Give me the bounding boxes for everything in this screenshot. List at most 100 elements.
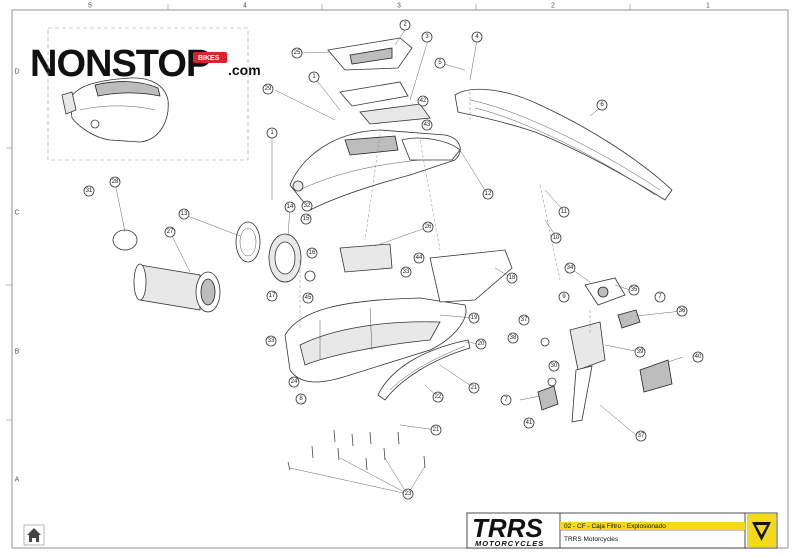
callout-label: 42 — [420, 98, 427, 104]
callout-7: 7 — [500, 394, 512, 406]
callout-group: 1 1 2 3 4 5 6 7 7 8 9 10 11 12 13 14 15 … — [83, 19, 704, 500]
callout-label: 16 — [309, 250, 316, 256]
callout-39: 39 — [634, 346, 646, 358]
grid-col-label: 4 — [243, 3, 247, 10]
callout-25: 25 — [291, 47, 303, 59]
callout-label: 1 — [312, 74, 316, 80]
callout-label: 5 — [438, 60, 442, 66]
callout-label: 28 — [112, 179, 119, 185]
callout-label: 7 — [658, 294, 662, 300]
callout-1: 1 — [266, 127, 278, 139]
callout-label: 23 — [405, 491, 412, 497]
rear-fender-drawing — [454, 88, 673, 201]
home-button[interactable] — [23, 524, 45, 546]
callout-label: 34 — [567, 265, 574, 271]
callout-30: 30 — [548, 360, 560, 372]
callout-33: 33 — [265, 335, 277, 347]
callout-label: 21 — [471, 385, 478, 391]
callout-label: 1 — [270, 130, 274, 136]
callout-label: 21 — [433, 427, 440, 433]
callout-19: 19 — [468, 312, 480, 324]
callout-22: 22 — [432, 391, 444, 403]
callout-26: 26 — [422, 221, 434, 233]
callout-label: 25 — [294, 50, 301, 56]
callout-9: 9 — [558, 291, 570, 303]
callout-label: 44 — [416, 255, 423, 261]
grid-col-label: 2 — [551, 3, 555, 10]
callout-label: 17 — [269, 293, 276, 299]
callout-27: 27 — [164, 226, 176, 238]
callout-label: 40 — [695, 354, 702, 360]
callout-35: 35 — [628, 284, 640, 296]
callout-6: 6 — [596, 99, 608, 111]
callout-label: 45 — [305, 295, 312, 301]
callout-40: 40 — [692, 351, 704, 363]
callout-21: 21 — [468, 382, 480, 394]
callout-label: 43 — [424, 122, 431, 128]
trrs-logo-text: TRRS — [472, 513, 543, 543]
callout-label: 15 — [303, 216, 310, 222]
leader-lines — [114, 29, 684, 495]
screws-group-drawing — [287, 429, 426, 471]
callout-label: 27 — [167, 229, 174, 235]
callout-label: 33 — [268, 338, 275, 344]
callout-label: 13 — [181, 211, 188, 217]
callout-label: 9 — [562, 294, 566, 300]
callout-label: 4 — [475, 34, 479, 40]
title-block-frame — [466, 512, 778, 549]
grid-ticks — [6, 4, 631, 421]
callout-28: 28 — [109, 176, 121, 188]
callout-label: 37 — [521, 317, 528, 323]
side-panel-drawing — [284, 243, 513, 383]
callout-label: 11 — [561, 209, 568, 215]
air-filter-drawing — [112, 221, 316, 313]
callout-29: 29 — [262, 83, 274, 95]
grid-col-label: 1 — [706, 3, 710, 10]
callout-label: 41 — [526, 420, 533, 426]
nonstop-watermark-logo: NONSTOP BIKES .com — [30, 43, 261, 85]
callout-1: 1 — [308, 71, 320, 83]
callout-label: 29 — [265, 86, 272, 92]
callout-2: 2 — [399, 19, 411, 31]
grid-row-label: B — [15, 349, 20, 356]
drawing-border — [11, 9, 789, 549]
callout-8: 8 — [295, 393, 307, 405]
watermark-suffix-text: .com — [228, 62, 261, 78]
callout-21: 21 — [430, 424, 442, 436]
title-block: TRRS MOTORCYCLES 02 - CF - Caja Filtro -… — [466, 512, 778, 549]
watermark-main-text: NONSTOP — [30, 43, 211, 85]
watermark-badge-text: BIKES — [198, 55, 220, 62]
callout-15: 15 — [300, 213, 312, 225]
callout-label: 8 — [299, 396, 303, 402]
callout-label: 18 — [509, 275, 516, 281]
callout-4: 4 — [471, 31, 483, 43]
callout-3: 3 — [421, 31, 433, 43]
callout-label: 22 — [435, 394, 442, 400]
callout-label: 2 — [403, 22, 407, 28]
grid-col-label: 3 — [397, 3, 401, 10]
inset-side-panel-drawing — [61, 77, 169, 143]
title-accent-strip — [560, 522, 745, 530]
callout-42: 42 — [417, 95, 429, 107]
callout-32: 32 — [301, 200, 313, 212]
callout-24: 24 — [288, 376, 300, 388]
callout-label: 32 — [304, 203, 311, 209]
grid-row-label: C — [14, 210, 19, 217]
callout-label: 10 — [553, 235, 560, 241]
callout-label: 7 — [504, 397, 508, 403]
callout-5: 5 — [434, 57, 446, 69]
callout-45: 45 — [302, 292, 314, 304]
callout-label: 3 — [425, 34, 429, 40]
callout-11: 11 — [558, 206, 570, 218]
callout-label: 39 — [637, 349, 644, 355]
drawing-title: 02 - CF - Caja Filtro - Explosionado — [564, 523, 666, 530]
trrs-logo-subtext: MOTORCYCLES — [475, 539, 544, 548]
callout-38: 38 — [507, 332, 519, 344]
grid-column-labels: 5 4 3 2 1 — [88, 3, 710, 10]
grid-row-labels: D C B A — [14, 69, 19, 484]
callout-7: 7 — [654, 291, 666, 303]
callout-label: 26 — [425, 224, 432, 230]
callout-label: 12 — [485, 191, 492, 197]
company-name: TRRS Motorcycles — [564, 536, 619, 543]
